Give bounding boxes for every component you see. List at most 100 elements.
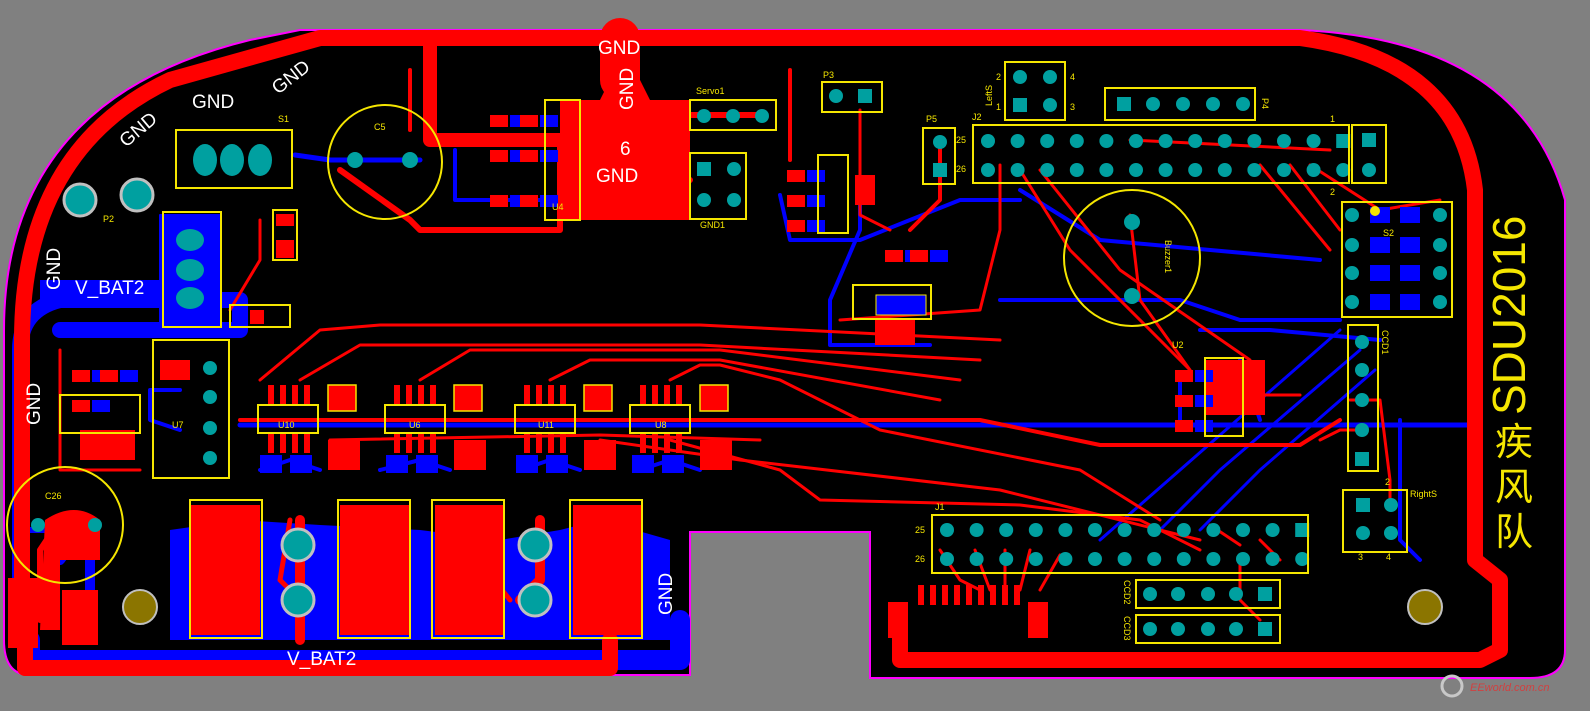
- ic-pin: [548, 385, 554, 405]
- ic-pin: [268, 433, 274, 453]
- gnd-label-left-1: GND: [192, 92, 234, 113]
- smd-pad: [787, 195, 805, 207]
- designator-p3: P3: [823, 70, 834, 80]
- ic-pin: [406, 433, 412, 453]
- header-pin: [1236, 523, 1250, 537]
- header-pin: [1206, 523, 1221, 537]
- switch-pad: [1400, 294, 1420, 310]
- header-pin: [1117, 523, 1132, 537]
- header-pin: [1188, 134, 1203, 148]
- vbat-label-bottom: V_BAT2: [287, 649, 356, 670]
- ic-pin: [292, 385, 298, 405]
- designator-p5: P5: [926, 114, 937, 124]
- watermark-text: EEworld.com.cn: [1470, 682, 1549, 694]
- ic-pin: [292, 433, 298, 453]
- j1-pin25: 25: [915, 525, 925, 535]
- designator-c5: C5: [374, 122, 386, 132]
- smd-pad: [1175, 370, 1193, 382]
- header-pin: [1058, 523, 1073, 537]
- j2-pin2: 2: [1330, 187, 1335, 197]
- ic-pin: [268, 385, 274, 405]
- ic-pin: [676, 433, 682, 453]
- ic-pin: [560, 385, 566, 405]
- silkscreen-layer: [6, 61, 1453, 644]
- ic-pin: [406, 385, 412, 405]
- designator-u8: U8: [655, 420, 667, 430]
- ic-pin: [280, 433, 286, 453]
- designator-lefts: LeftS: [984, 85, 994, 106]
- header-pin: [1010, 163, 1025, 177]
- team-char-1: 疾: [1495, 422, 1533, 464]
- j2-pin1: 1: [1330, 114, 1335, 124]
- header-pin: [1117, 552, 1132, 566]
- header-pin: [1236, 552, 1250, 566]
- smd-pad: [490, 115, 508, 127]
- header-pin: [1176, 552, 1191, 566]
- smd-pad: [276, 240, 294, 258]
- watermark-logo: [1440, 674, 1464, 698]
- header-pin: [1099, 163, 1114, 177]
- header-pin: [1336, 163, 1351, 177]
- header-pin: [999, 552, 1014, 566]
- smd-capacitor: [328, 440, 360, 470]
- header-pin: [1088, 523, 1102, 537]
- header-pin: [1129, 134, 1143, 148]
- header-pin: [1010, 134, 1025, 148]
- ic-pin: [536, 385, 542, 405]
- vbat-label-left: V_BAT2: [75, 278, 144, 299]
- smd-pad: [807, 195, 825, 207]
- designators: S1 C5 P2 C26 U7 Servo1 U4 P3 P5 J2 LeftS…: [45, 70, 1437, 641]
- smd-pad: [875, 294, 927, 316]
- rights-pin2: 2: [1385, 477, 1390, 487]
- smd-pad: [520, 195, 538, 207]
- net-labels: GND GND GND GND GND GND GND GND V_BAT2 V…: [24, 38, 677, 670]
- gnd-label-left-4: GND: [44, 248, 65, 290]
- pin1-marker: [1370, 206, 1380, 216]
- designator-ccd1: CCD1: [1380, 330, 1390, 355]
- ic-pin: [304, 385, 310, 405]
- header-pin: [940, 552, 954, 566]
- ic-pin: [430, 385, 436, 405]
- ic-pin: [640, 433, 646, 453]
- smd-pad: [662, 455, 684, 473]
- gnd-label-top: GND: [598, 38, 640, 59]
- designator-servo: Servo1: [696, 86, 725, 96]
- header-pin: [1040, 134, 1055, 148]
- rights-pin4: 4: [1386, 552, 1391, 562]
- smd-capacitor: [327, 384, 357, 412]
- designator-u11: U11: [538, 420, 554, 430]
- header-pin: [1129, 163, 1143, 177]
- smd-pad: [787, 170, 805, 182]
- lefts-pin1: 1: [996, 102, 1001, 112]
- gnd-center-6: 6: [620, 139, 631, 160]
- header-pin: [969, 523, 984, 537]
- header-pin: [1158, 163, 1173, 177]
- gnd1-label: GND1: [700, 220, 725, 230]
- header-pin: [981, 134, 995, 148]
- switch-pad: [1400, 265, 1420, 281]
- ic-pin: [394, 433, 400, 453]
- header-pin: [1028, 523, 1043, 537]
- header-pin: [1306, 134, 1321, 148]
- smd-pad: [250, 310, 264, 324]
- smd-pad: [910, 250, 928, 262]
- smd-pad: [540, 115, 558, 127]
- gnd-label-bottom: GND: [656, 573, 677, 615]
- smd-pad: [490, 150, 508, 162]
- smd-pad: [1175, 395, 1193, 407]
- smd-pad: [930, 250, 948, 262]
- header-pin: [1147, 552, 1162, 566]
- header-pin: [1336, 134, 1351, 148]
- ic-pin: [536, 433, 542, 453]
- switch-pad: [1400, 207, 1420, 223]
- header-pin: [1295, 523, 1310, 537]
- lefts-pin2: 2: [996, 72, 1001, 82]
- smd-pad: [516, 455, 538, 473]
- ic-pin: [652, 433, 658, 453]
- designator-u10: U10: [278, 420, 295, 430]
- ic-pin: [652, 385, 658, 405]
- smd-pad: [787, 220, 805, 232]
- header-pin: [1306, 163, 1321, 177]
- header-pin: [1217, 134, 1232, 148]
- header-pin: [969, 552, 984, 566]
